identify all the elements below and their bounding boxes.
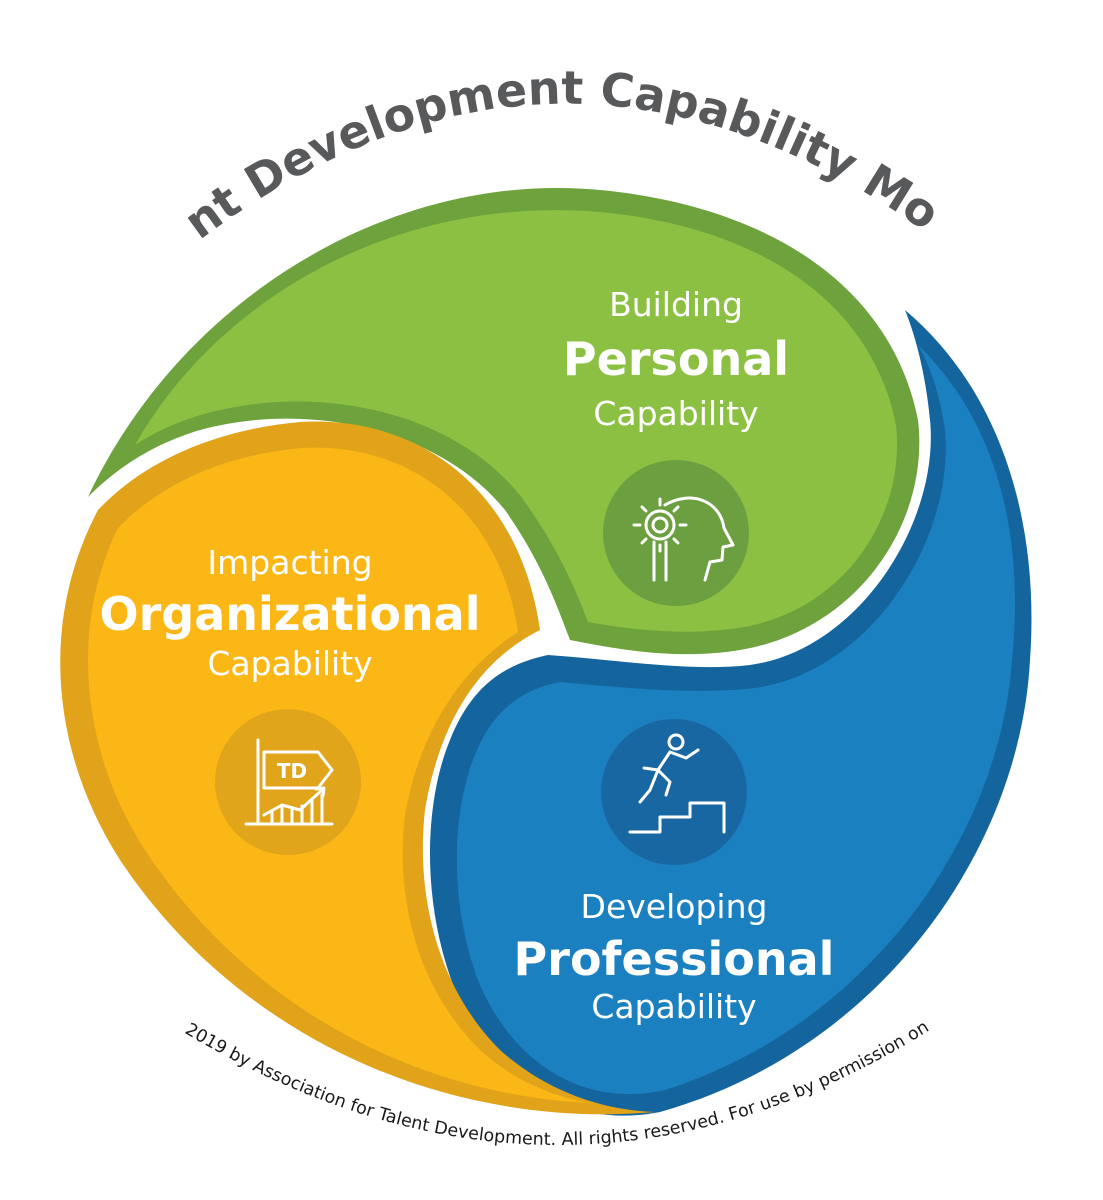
organizational-line3: Capability xyxy=(207,644,372,683)
td-flag-chart-icon: TD xyxy=(215,709,361,855)
professional-line1: Developing xyxy=(581,887,768,926)
td-icon-text: TD xyxy=(277,759,307,783)
head-gear-icon xyxy=(603,460,749,606)
personal-line3: Capability xyxy=(593,394,758,433)
professional-line3: Capability xyxy=(591,987,756,1026)
organizational-line1: Impacting xyxy=(207,543,372,582)
personal-line1: Building xyxy=(609,285,743,324)
person-climbing-stairs-icon xyxy=(601,719,747,865)
segment-professional xyxy=(430,310,1032,1116)
personal-line2: Personal xyxy=(563,332,789,386)
organizational-line2: Organizational xyxy=(99,587,480,641)
professional-line2: Professional xyxy=(514,932,835,986)
